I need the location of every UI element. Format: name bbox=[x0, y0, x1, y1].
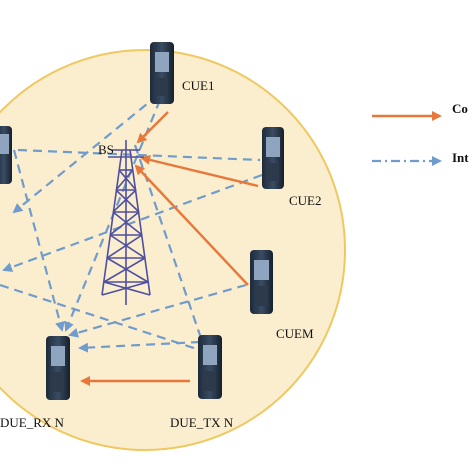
interference-line-left-due-tx bbox=[0, 283, 201, 352]
phone-icon-cuem bbox=[250, 250, 273, 314]
legend-communication-label: Co bbox=[452, 101, 468, 116]
legend: Co Int bbox=[372, 101, 469, 166]
bs-label: BS bbox=[98, 142, 114, 157]
comm-line-cue1-bs bbox=[136, 111, 169, 144]
cue2-label: CUE2 bbox=[289, 193, 322, 208]
interference-line-left-due-rx bbox=[12, 149, 65, 332]
comm-line-cuem-bs bbox=[134, 164, 249, 286]
phone-icon-due-rx bbox=[46, 336, 70, 400]
comm-line-cue2-bs bbox=[140, 155, 259, 188]
interference-line-cuem-due-rx bbox=[68, 283, 247, 338]
due-tx-label: DUE_TX N bbox=[170, 415, 234, 430]
interference-line-left-cue2 bbox=[17, 148, 261, 162]
legend-interference-label: Int bbox=[452, 150, 469, 165]
due-rx-label: DUE_RX N bbox=[0, 415, 65, 430]
phone-icon-due-tx bbox=[198, 335, 222, 399]
communication-links bbox=[80, 111, 259, 386]
phone-icon-cue1 bbox=[150, 42, 174, 104]
interference-line-bs-due-tx bbox=[133, 144, 207, 351]
phone-icon-cue2 bbox=[262, 127, 284, 189]
base-station-tower-icon bbox=[101, 140, 151, 305]
interference-line-cue2-left bbox=[2, 173, 263, 272]
cue1-label: CUE1 bbox=[182, 78, 215, 93]
phone-icon-left-top bbox=[0, 126, 12, 184]
cuem-label: CUEM bbox=[276, 326, 314, 341]
interference-line-due-tx-due-rx bbox=[78, 340, 201, 353]
